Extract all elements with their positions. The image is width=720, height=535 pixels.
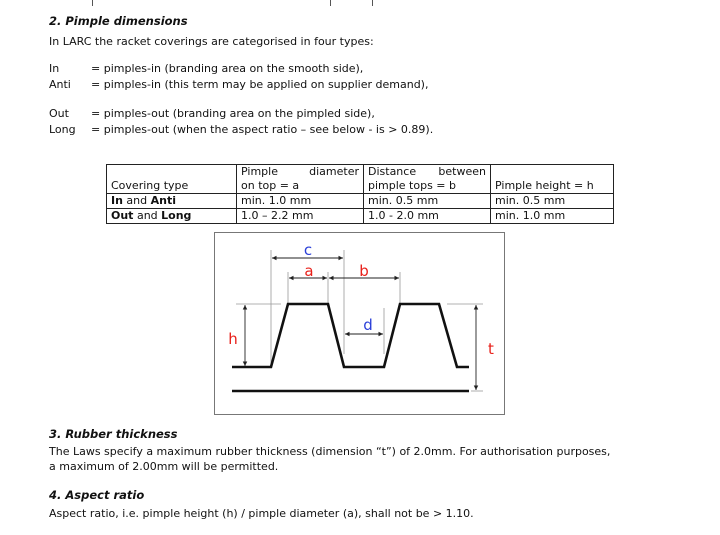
section-heading-rubber-thickness: 3. Rubber thickness (49, 427, 178, 441)
type-text: Out (111, 209, 134, 222)
page-edge-mark (372, 0, 373, 6)
type-text: Long (161, 209, 192, 222)
cell-diameter: min. 1.0 mm (236, 193, 364, 209)
label-d: d (363, 316, 373, 334)
table-row: Out and Long 1.0 – 2.2 mm 1.0 - 2.0 mm m… (106, 208, 614, 224)
term-out: Out (49, 107, 69, 120)
type-text: and (122, 194, 151, 207)
header-text: Distance (368, 165, 417, 178)
definition-anti: = pimples-in (this term may be applied o… (91, 78, 429, 91)
term-long: Long (49, 123, 76, 136)
definition-out: = pimples-out (branding area on the pimp… (91, 107, 375, 120)
header-covering-type: Covering type (106, 164, 237, 194)
label-h: h (228, 330, 238, 348)
cell-height: min. 0.5 mm (490, 193, 614, 209)
guide-lines (236, 250, 483, 392)
cell-diameter: 1.0 – 2.2 mm (236, 208, 364, 224)
rubber-thickness-text-1: The Laws specify a maximum rubber thickn… (49, 445, 611, 458)
cell-distance: min. 0.5 mm (363, 193, 491, 209)
rubber-thickness-text-2: a maximum of 2.00mm will be permitted. (49, 460, 279, 473)
label-b: b (359, 262, 369, 280)
cell-covering-type: In and Anti (106, 193, 237, 209)
label-t: t (488, 340, 494, 358)
definition-long: = pimples-out (when the aspect ratio – s… (91, 123, 434, 136)
header-pimple-diameter: Pimple diameter on top = a (236, 164, 364, 194)
page-edge-mark (330, 0, 331, 6)
pimple-profile-svg: c a b d h t (228, 241, 494, 393)
label-a: a (304, 262, 313, 280)
aspect-ratio-text: Aspect ratio, i.e. pimple height (h) / p… (49, 507, 474, 520)
header-text: between (438, 165, 486, 178)
type-text: In (111, 194, 123, 207)
header-distance: Distance between pimple tops = b (363, 164, 491, 194)
type-text: and (133, 209, 162, 222)
header-pimple-height: Pimple height = h (490, 164, 614, 194)
section-heading-pimple-dimensions: 2. Pimple dimensions (49, 14, 188, 28)
cell-height: min. 1.0 mm (490, 208, 614, 224)
definition-in: = pimples-in (branding area on the smoot… (91, 62, 364, 75)
pimple-profile-diagram: c a b d h t (214, 232, 505, 415)
cell-distance: 1.0 - 2.0 mm (363, 208, 491, 224)
term-in: In (49, 62, 60, 75)
label-c: c (304, 241, 312, 259)
table-row: In and Anti min. 1.0 mm min. 0.5 mm min.… (106, 193, 614, 209)
header-text: Pimple (241, 165, 278, 178)
pimpled-surface-line (232, 302, 469, 369)
intro-text: In LARC the racket coverings are categor… (49, 35, 374, 48)
header-text: on top = a (241, 179, 300, 192)
page-edge-mark (92, 0, 93, 6)
type-text: Anti (150, 194, 177, 207)
header-text: diameter (309, 165, 359, 178)
header-text: pimple tops = b (368, 179, 457, 192)
section-heading-aspect-ratio: 4. Aspect ratio (49, 488, 145, 502)
cell-covering-type: Out and Long (106, 208, 237, 224)
term-anti: Anti (49, 78, 71, 91)
